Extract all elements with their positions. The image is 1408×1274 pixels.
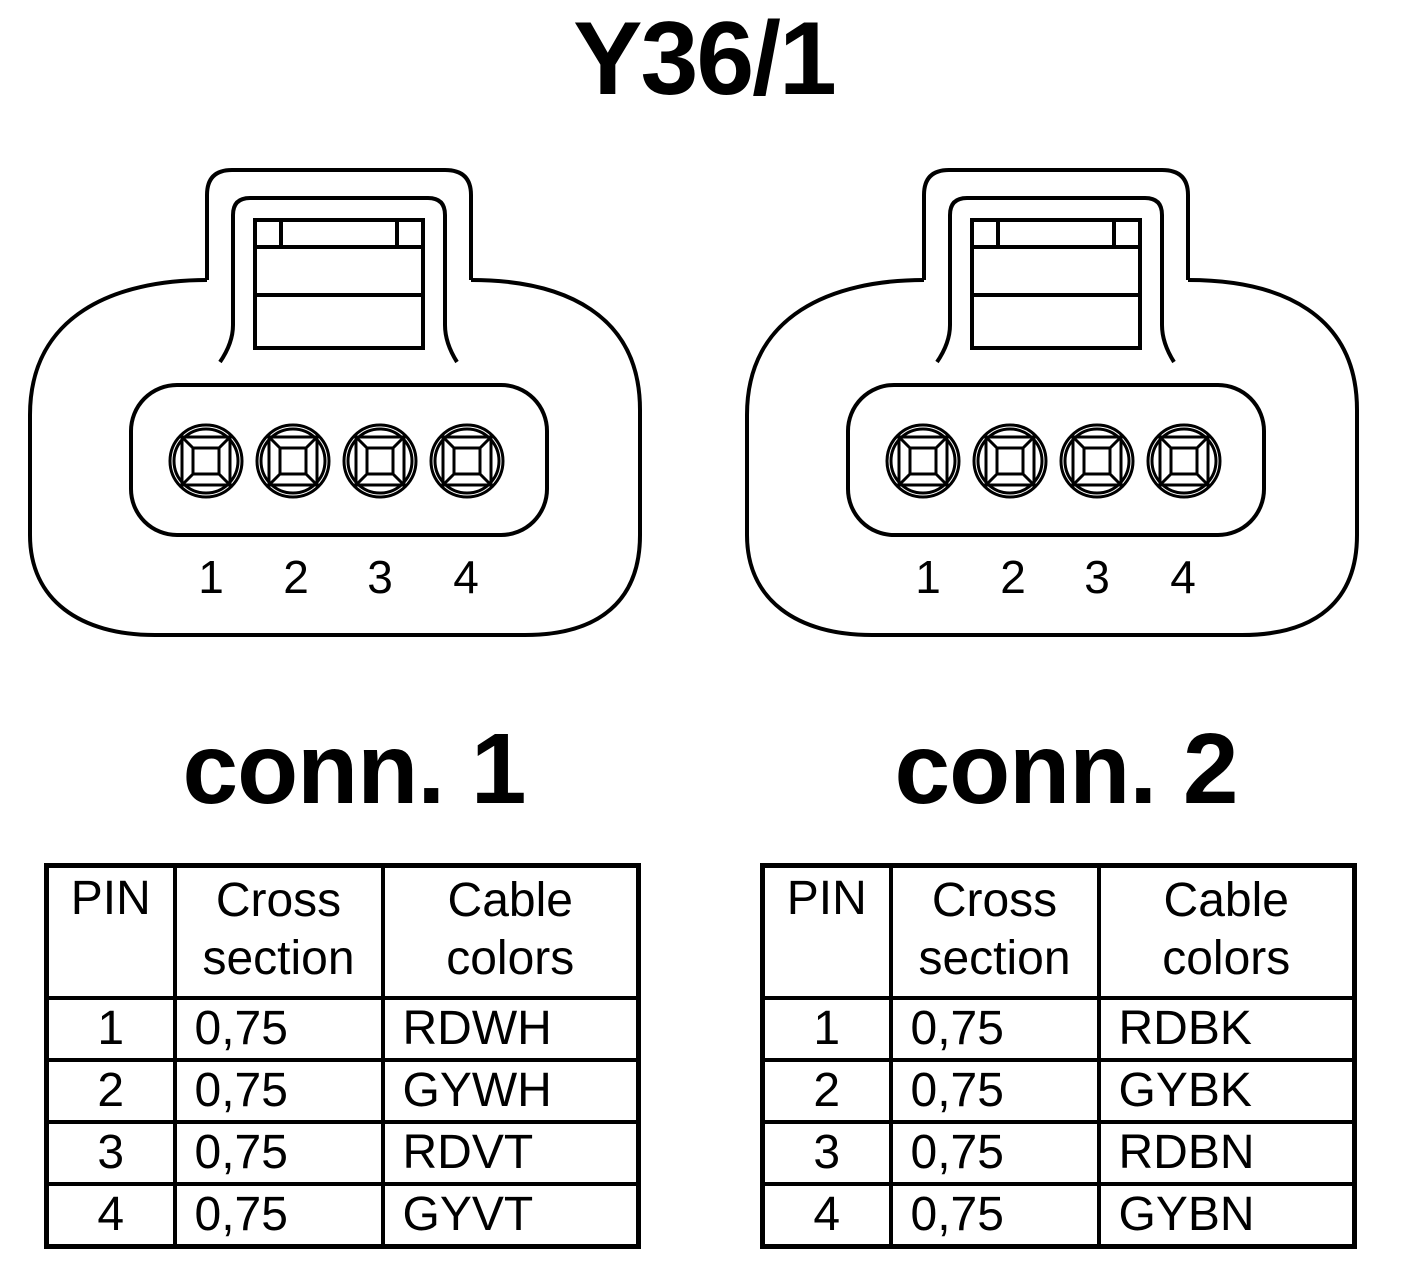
cable-color-cell: RDVT bbox=[380, 1120, 641, 1186]
pin-number-label: 4 bbox=[1170, 551, 1196, 603]
pin-socket-2 bbox=[255, 423, 331, 499]
pin-socket-1 bbox=[168, 423, 244, 499]
cable-color-cell: GYBN bbox=[1096, 1182, 1357, 1249]
cross-section-cell: 0,75 bbox=[172, 1120, 385, 1186]
table-row: 3 0,75 RDVT bbox=[44, 1120, 641, 1186]
pin-socket-2 bbox=[972, 423, 1048, 499]
cable-color-cell: RDWH bbox=[380, 996, 641, 1062]
table-row: 4 0,75 GYVT bbox=[44, 1182, 641, 1249]
table-row: 1 0,75 RDBK bbox=[760, 996, 1357, 1062]
pin-number-label: 1 bbox=[915, 551, 941, 603]
pin-cell: 1 bbox=[760, 996, 893, 1062]
table-row: 4 0,75 GYBN bbox=[760, 1182, 1357, 1249]
connector-1-drawing: 1 2 3 4 bbox=[28, 168, 642, 637]
cross-section-cell: 0,75 bbox=[888, 1182, 1101, 1249]
table-row: 1 0,75 RDWH bbox=[44, 996, 641, 1062]
connector-2-drawing: 1 2 3 4 bbox=[745, 168, 1359, 637]
pin-cell: 2 bbox=[44, 1058, 177, 1124]
pin-socket-4 bbox=[429, 423, 505, 499]
header-pin: PIN bbox=[760, 863, 893, 1000]
pin-socket-3 bbox=[342, 423, 418, 499]
cable-color-cell: RDBK bbox=[1096, 996, 1357, 1062]
pin-cell: 1 bbox=[44, 996, 177, 1062]
cable-color-cell: GYWH bbox=[380, 1058, 641, 1124]
pin-number-label: 4 bbox=[453, 551, 479, 603]
cross-section-cell: 0,75 bbox=[888, 1120, 1101, 1186]
pin-number-label: 3 bbox=[1084, 551, 1110, 603]
cable-color-cell: RDBN bbox=[1096, 1120, 1357, 1186]
pin-cell: 4 bbox=[760, 1182, 893, 1249]
diagram-title: Y36/1 bbox=[573, 1, 837, 117]
cross-section-cell: 0,75 bbox=[172, 1058, 385, 1124]
cable-color-cell: GYVT bbox=[380, 1182, 641, 1249]
cross-section-cell: 0,75 bbox=[888, 1058, 1101, 1124]
pin-number-label: 2 bbox=[283, 551, 309, 603]
pin-number-label: 2 bbox=[1000, 551, 1026, 603]
table-row: 3 0,75 RDBN bbox=[760, 1120, 1357, 1186]
cross-section-cell: 0,75 bbox=[888, 996, 1101, 1062]
pin-number-label: 3 bbox=[367, 551, 393, 603]
pin-socket-3 bbox=[1059, 423, 1135, 499]
pin-socket-4 bbox=[1146, 423, 1222, 499]
pin-socket-1 bbox=[885, 423, 961, 499]
pin-cell: 4 bbox=[44, 1182, 177, 1249]
cable-color-cell: GYBK bbox=[1096, 1058, 1357, 1124]
pin-number-label: 1 bbox=[198, 551, 224, 603]
pin-cell: 2 bbox=[760, 1058, 893, 1124]
table-row: 2 0,75 GYBK bbox=[760, 1058, 1357, 1124]
table-row: 2 0,75 GYWH bbox=[44, 1058, 641, 1124]
pin-cell: 3 bbox=[44, 1120, 177, 1186]
cross-section-cell: 0,75 bbox=[172, 1182, 385, 1249]
pin-cell: 3 bbox=[760, 1120, 893, 1186]
connector-1-label: conn. 1 bbox=[182, 713, 526, 825]
connector-2-label: conn. 2 bbox=[894, 713, 1238, 825]
header-pin: PIN bbox=[44, 863, 177, 1000]
cross-section-cell: 0,75 bbox=[172, 996, 385, 1062]
